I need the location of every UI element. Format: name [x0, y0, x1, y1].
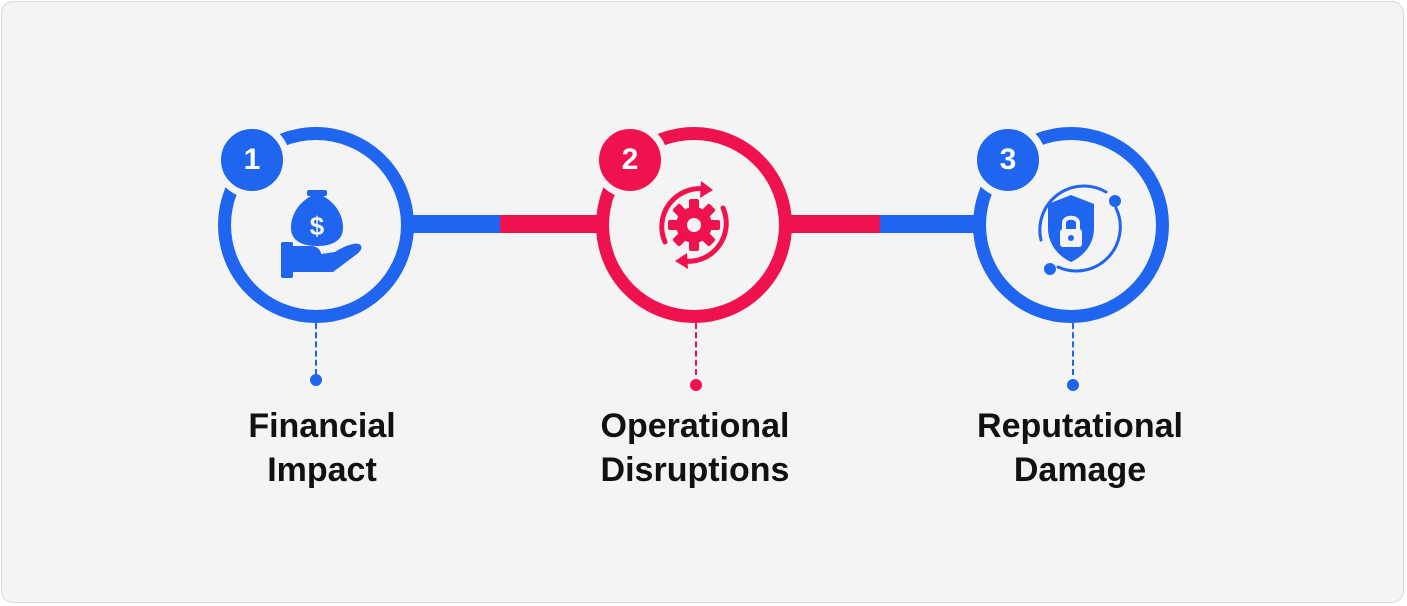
step-3-label-line1: Reputational: [977, 407, 1183, 445]
step-3-label: Reputational Damage: [930, 404, 1230, 492]
step-2-label-line1: Operational: [600, 407, 790, 445]
shield-lock-icon: [1038, 184, 1122, 275]
step-2-badge: 2: [592, 122, 668, 198]
step-2-leader-dot: [690, 379, 702, 391]
step-1-label: Financial Impact: [172, 404, 472, 492]
connector-1-red: [500, 215, 605, 233]
step-1-label-line2: Impact: [267, 451, 377, 489]
connector-2-blue: [880, 215, 980, 233]
step-3-label-line2: Damage: [1013, 451, 1147, 489]
gear-cycle-icon: [659, 181, 729, 269]
step-3-leader-dot: [1067, 379, 1079, 391]
step-1-badge: 1: [214, 122, 290, 198]
connector-1-blue: [405, 215, 505, 233]
step-2-label: Operational Disruptions: [545, 404, 845, 492]
step-1-label-line1: Financial: [248, 407, 396, 445]
connector-2-red: [785, 215, 885, 233]
step-2-leader-line: [695, 323, 697, 375]
svg-text:$: $: [310, 211, 325, 241]
step-1-leader-dot: [310, 374, 322, 386]
step-3-badge: 3: [970, 122, 1046, 198]
step-1-leader-line: [315, 323, 317, 375]
money-bag-hand-icon: $: [281, 190, 362, 278]
step-3-leader-line: [1072, 323, 1074, 375]
step-2-label-line2: Disruptions: [600, 451, 790, 489]
